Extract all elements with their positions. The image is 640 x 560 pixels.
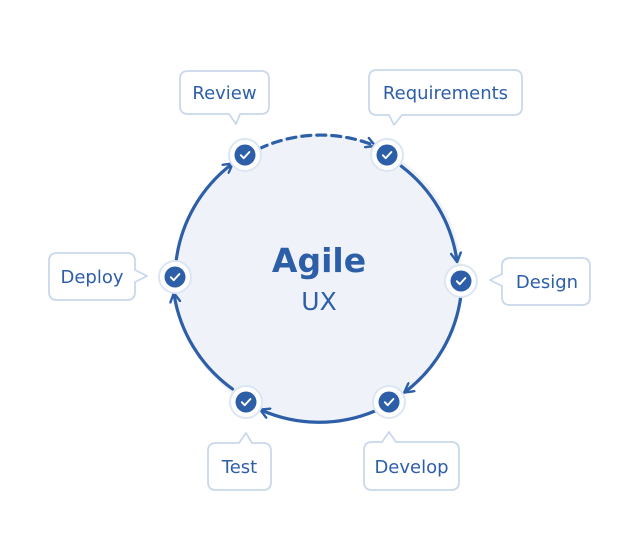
callout-deploy-box (48, 252, 148, 301)
node-review (228, 138, 262, 172)
stage-callouts: Review Requirements Design Develop Test … (48, 69, 591, 491)
stage-label-design: Design (516, 272, 578, 293)
node-requirements (370, 138, 404, 172)
callout-requirements-box (368, 69, 523, 126)
check-circle-icon (376, 144, 398, 166)
callout-deploy: Deploy (48, 252, 148, 301)
arrow-requirements-to-design (399, 164, 457, 261)
check-circle-icon (164, 266, 186, 288)
callout-design: Design (489, 257, 591, 306)
callout-requirements: Requirements (368, 69, 523, 126)
callout-review-box (179, 70, 270, 125)
arrow-test-to-deploy (174, 294, 235, 391)
stage-label-review: Review (192, 83, 256, 104)
stage-label-deploy: Deploy (60, 267, 123, 288)
stage-label-test: Test (221, 457, 257, 478)
stage-label-requirements: Requirements (383, 83, 508, 104)
diagram-title: Agile (272, 241, 366, 280)
check-circle-icon (450, 270, 472, 292)
callout-test: Test (207, 432, 272, 491)
check-circle-icon (235, 391, 257, 413)
callout-develop-box (363, 431, 460, 491)
node-test (229, 385, 263, 419)
callout-develop: Develop (363, 431, 460, 491)
check-circle-icon (378, 391, 400, 413)
node-develop (372, 385, 406, 419)
stage-label-develop: Develop (374, 457, 448, 478)
cycle-circle (174, 134, 462, 422)
stage-nodes (158, 138, 478, 419)
check-circle-icon (234, 144, 256, 166)
arrow-deploy-to-review (174, 164, 232, 264)
callout-design-box (489, 257, 591, 306)
cycle-arrows (174, 133, 463, 424)
arrow-review-to-requirements (257, 133, 375, 151)
arrow-develop-to-test (261, 410, 377, 424)
node-deploy (158, 260, 192, 294)
diagram-subtitle: UX (301, 287, 336, 316)
node-design (444, 264, 478, 298)
arrow-design-to-develop (405, 293, 463, 392)
callout-review: Review (179, 70, 270, 125)
callout-test-box (207, 432, 272, 491)
